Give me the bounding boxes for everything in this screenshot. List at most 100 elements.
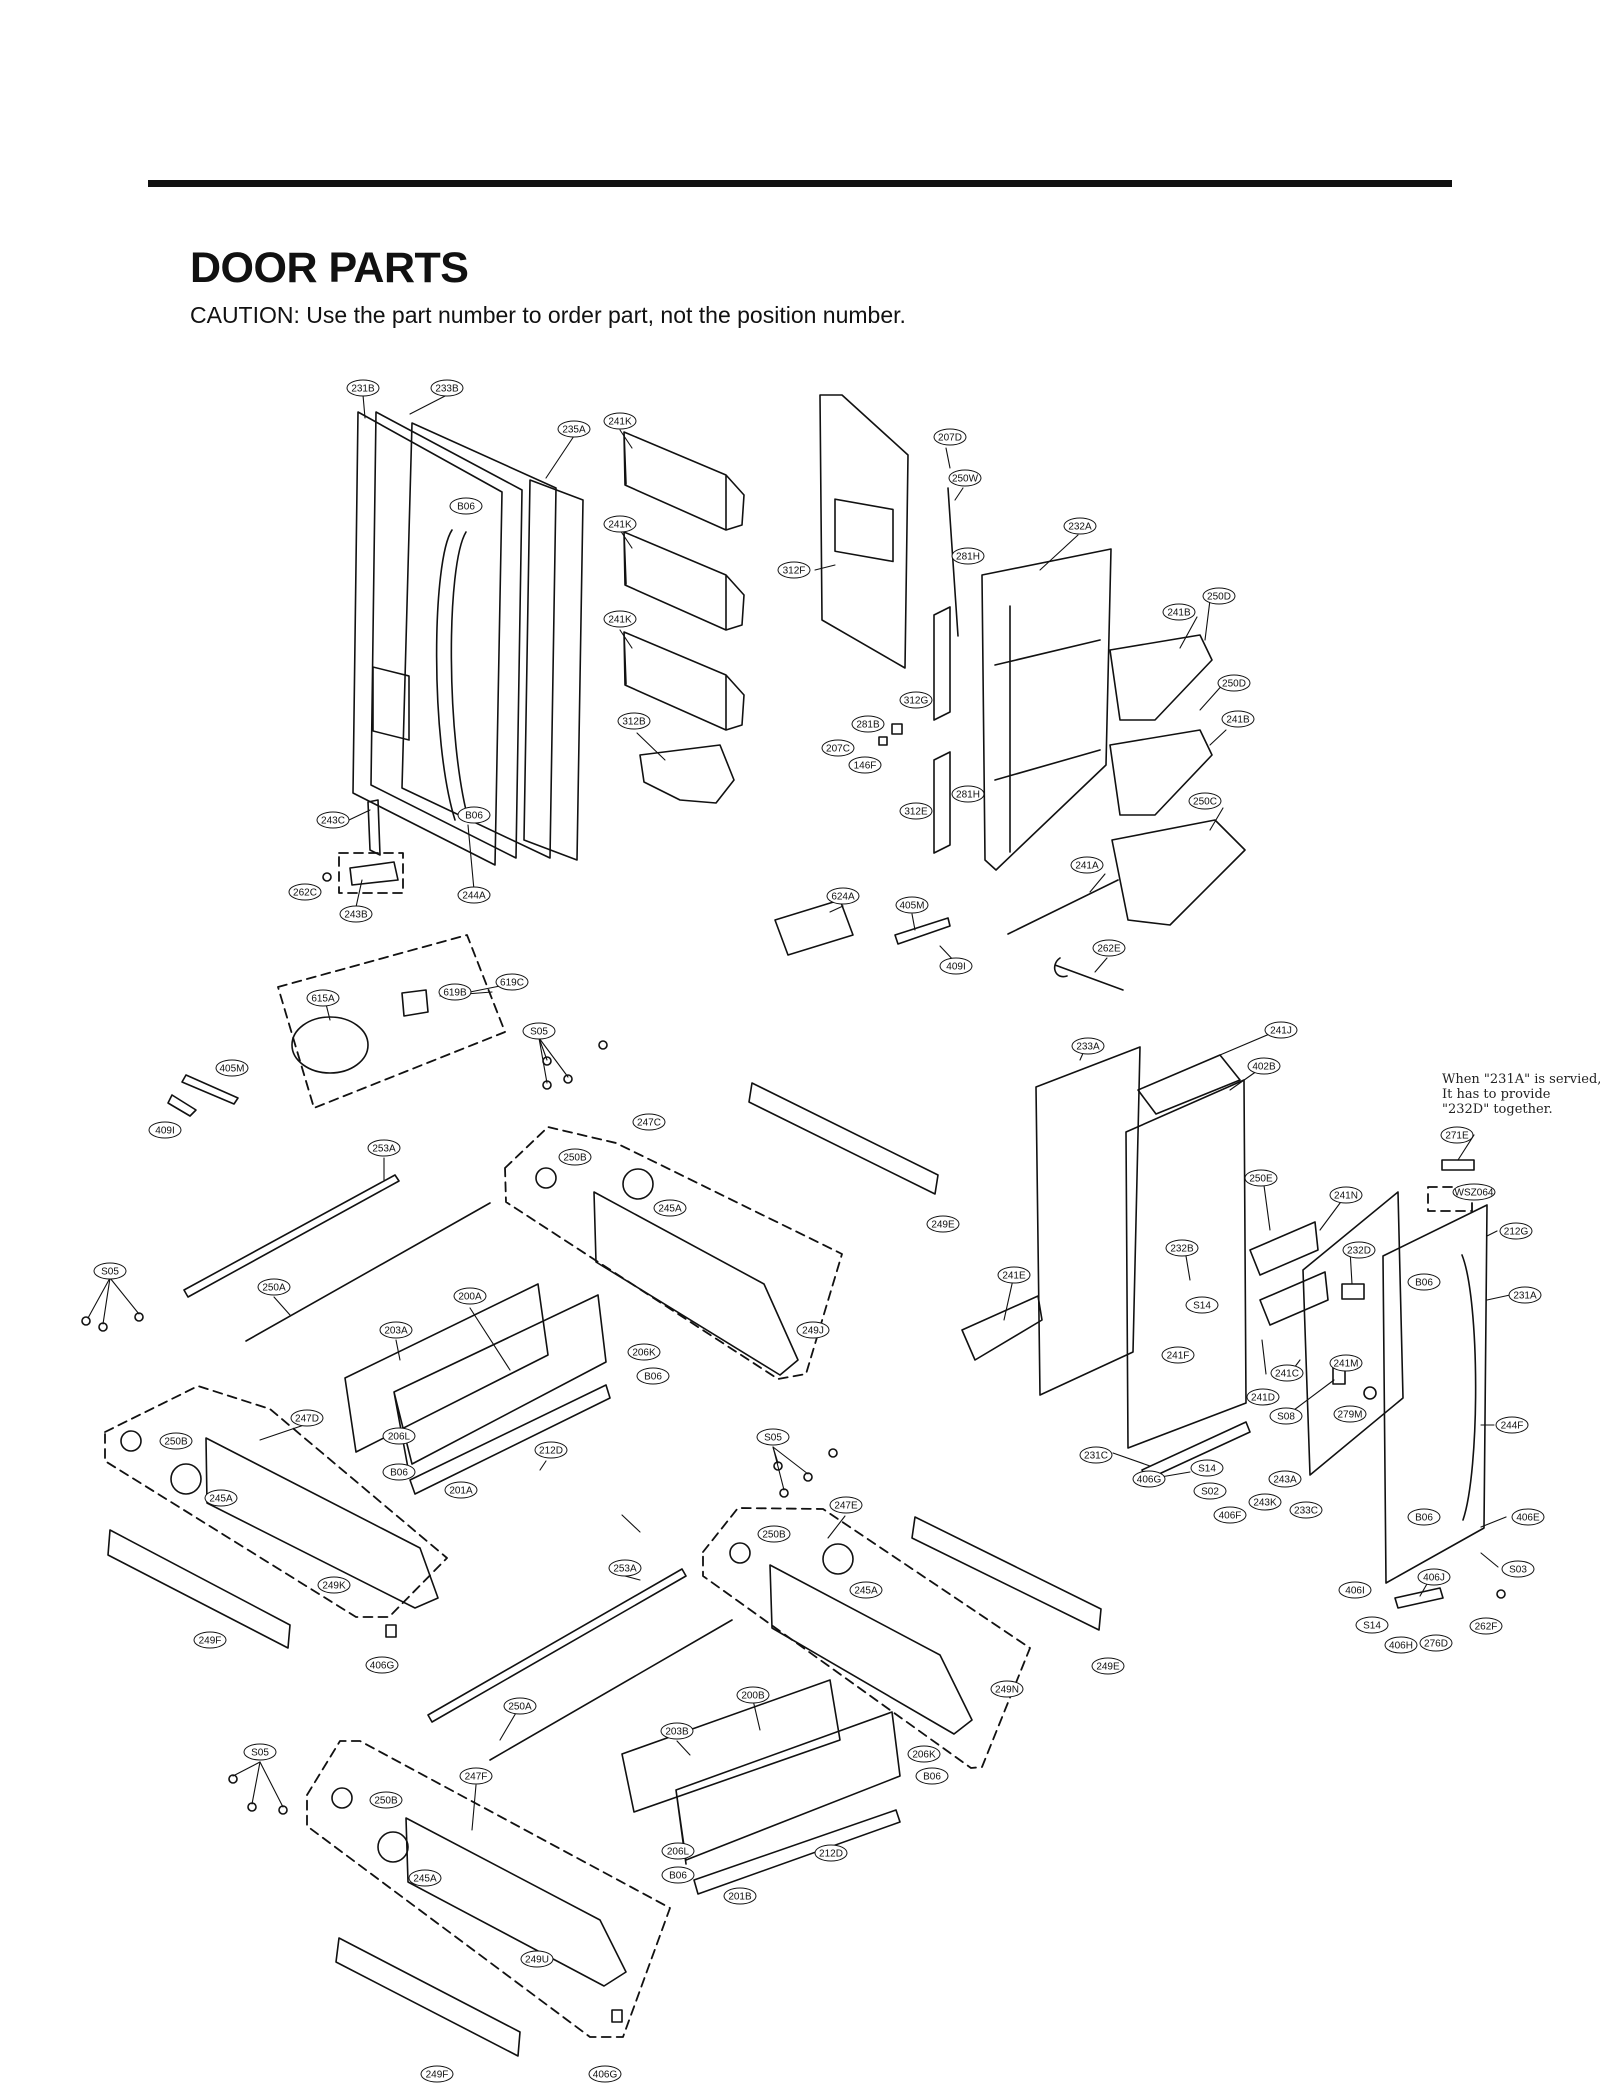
- callout-241b: 241B: [1221, 710, 1255, 728]
- header-rule: [148, 180, 1452, 187]
- callout-text: S14: [1198, 1464, 1216, 1475]
- callout-bubble: [1440, 1126, 1474, 1144]
- callout-text: 233C: [1294, 1506, 1318, 1517]
- rail-249j: [593, 1191, 799, 1376]
- callout-bubble: [257, 1278, 291, 1296]
- service-note-line: "232D" together.: [1442, 1102, 1553, 1117]
- callout-bubble: [457, 886, 491, 904]
- callout-text: 206L: [388, 1432, 411, 1443]
- callout-bubble: [1511, 1508, 1545, 1526]
- rod-250a-lower: [489, 1619, 733, 1761]
- callout-text: 233B: [435, 384, 459, 395]
- callout-249u: 249U: [520, 1950, 554, 1968]
- right-door-assembly: [961, 1046, 1506, 1609]
- callout-bubble: [1165, 1239, 1199, 1257]
- callout-406h: 406H: [1384, 1636, 1418, 1654]
- callout-bubble: [1407, 1508, 1441, 1526]
- callout-bubble: [1247, 1057, 1281, 1075]
- callout-bubble: [848, 756, 882, 774]
- callout-text: 312E: [904, 807, 928, 818]
- rail-249f-upper: [107, 1529, 291, 1649]
- callout-bubble: [926, 1215, 960, 1233]
- leader: [538, 1037, 569, 1078]
- door-231a: [1382, 1204, 1488, 1584]
- washer-262f: [1496, 1589, 1506, 1599]
- callout-262e: 262E: [1092, 939, 1126, 957]
- callout-text: 253A: [613, 1564, 637, 1575]
- callout-b06: B06: [1407, 1273, 1441, 1291]
- callout-bubble: [1407, 1273, 1441, 1291]
- leader: [954, 487, 964, 501]
- basket-1: [623, 431, 745, 531]
- callout-249e: 249E: [1091, 1657, 1125, 1675]
- callout-text: 247C: [637, 1118, 661, 1129]
- leader: [945, 447, 951, 469]
- callout-262f: 262F: [1469, 1617, 1503, 1635]
- callout-241k: 241K: [603, 610, 637, 628]
- callout-text: 250B: [374, 1796, 398, 1807]
- callout-text: 243B: [344, 910, 368, 921]
- leader: [471, 1784, 477, 1831]
- leader: [362, 394, 366, 419]
- callout-bubble: [1342, 1241, 1376, 1259]
- callout-bubble: [534, 1441, 568, 1459]
- callout-241b: 241B: [1162, 603, 1196, 621]
- callout-247d: 247D: [290, 1409, 324, 1427]
- hinge-plate: [349, 861, 399, 886]
- callout-text: 207D: [938, 433, 962, 444]
- callout-bubble: [367, 1139, 401, 1157]
- callout-text: 207C: [826, 744, 850, 755]
- leader: [539, 1460, 547, 1471]
- callout-bubble: [558, 1148, 592, 1166]
- callout-406j: 406J: [1417, 1568, 1451, 1586]
- rail-group-upper-outline: [504, 1126, 843, 1380]
- leader: [251, 1761, 261, 1805]
- leader: [772, 1446, 809, 1475]
- callout-text: B06: [465, 811, 483, 822]
- callout-206k: 206K: [907, 1745, 941, 1763]
- callout-text: 249E: [1096, 1662, 1120, 1673]
- callout-text: 241M: [1333, 1359, 1358, 1370]
- handle-244f: [1461, 1254, 1477, 1521]
- leader: [1480, 1516, 1507, 1528]
- callout-250c: 250C: [1188, 792, 1222, 810]
- callout-232b: 232B: [1165, 1239, 1199, 1257]
- callout-249n: 249N: [990, 1680, 1024, 1698]
- callout-249f: 249F: [420, 2065, 454, 2083]
- callout-bubble: [1419, 1634, 1453, 1652]
- callout-bubble: [1217, 674, 1251, 692]
- callout-409i: 409I: [939, 957, 973, 975]
- callout-bubble: [369, 1791, 403, 1809]
- callout-b06: B06: [915, 1767, 949, 1785]
- callout-text: 231A: [1513, 1291, 1537, 1302]
- callout-bubble: [1355, 1616, 1389, 1634]
- callout-text: 245A: [413, 1874, 437, 1885]
- door-liner: [401, 422, 557, 859]
- callout-bubble: [1501, 1560, 1535, 1578]
- callout-619b: 619B: [438, 983, 472, 1001]
- leader: [259, 1761, 284, 1808]
- callout-bubble: [159, 1432, 193, 1450]
- callout-247e: 247E: [829, 1496, 863, 1514]
- callout-bubble: [1417, 1568, 1451, 1586]
- door-outer-panel: [352, 411, 503, 866]
- leader: [469, 1307, 511, 1371]
- hinge-bracket: [367, 799, 381, 856]
- page-title: DOOR PARTS: [190, 244, 469, 292]
- callout-text: WSZ064: [1455, 1188, 1494, 1199]
- callout-bubble: [661, 1866, 695, 1884]
- basket-241e: [961, 1295, 1043, 1361]
- callout-text: 206K: [912, 1750, 936, 1761]
- filter-group: [167, 989, 429, 1117]
- clip-406g-upper: [385, 1624, 397, 1638]
- screw: [542, 1056, 552, 1066]
- screw: [134, 1312, 144, 1322]
- callout-bubble: [1333, 1405, 1367, 1423]
- gasket-253a-lower: [427, 1568, 687, 1723]
- callout-text: 206L: [667, 1847, 690, 1858]
- callout-bubble: [382, 1463, 416, 1481]
- callout-212g: 212G: [1499, 1222, 1533, 1240]
- callout-250b: 250B: [159, 1432, 193, 1450]
